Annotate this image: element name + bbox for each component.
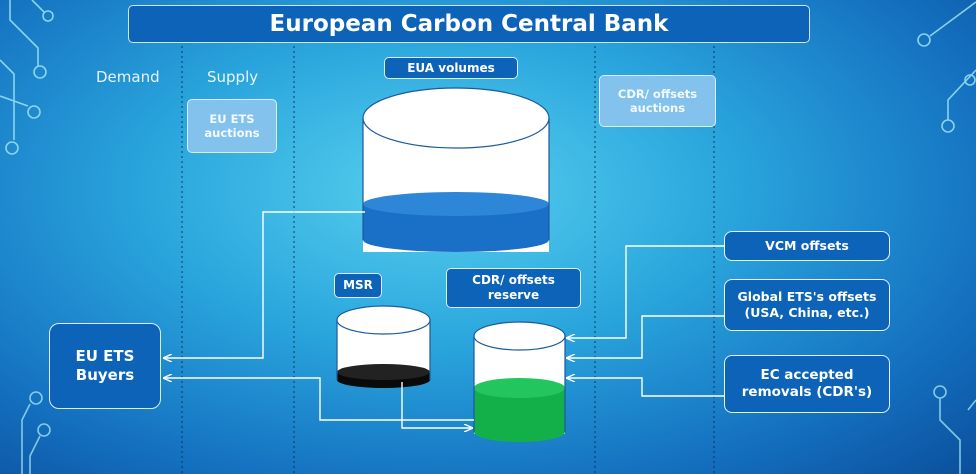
cdr-offsets-auctions-box: CDR/ offsets auctions xyxy=(599,75,716,127)
eu-ets-buyers-box: EU ETS Buyers xyxy=(49,323,161,409)
msr-cylinder xyxy=(336,305,431,388)
cdr-reserve-cylinder xyxy=(473,321,566,442)
circuit-decoration-bottom-right xyxy=(933,385,976,474)
arrow-reserve-to-buyers xyxy=(164,378,474,421)
global-ets-offsets-box: Global ETS's offsets (USA, China, etc.) xyxy=(724,279,890,331)
circuit-decoration-top-right xyxy=(917,1,976,133)
arrow-vcm-to-reserve xyxy=(567,245,724,338)
page-title: European Carbon Central Bank xyxy=(128,5,810,43)
ec-accepted-removals-box: EC accepted removals (CDR's) xyxy=(724,355,890,413)
supply-label: Supply xyxy=(207,68,259,86)
demand-label: Demand xyxy=(96,68,160,86)
cdr-cylinder-fill xyxy=(474,388,565,442)
eua-volumes-label: EUA volumes xyxy=(384,57,518,79)
msr-label: MSR xyxy=(334,273,382,298)
arrow-removals-to-reserve xyxy=(567,378,724,397)
eua-cylinder-top xyxy=(362,87,550,149)
eua-cylinder-fill-top xyxy=(363,192,549,216)
eua-volumes-cylinder xyxy=(362,87,550,252)
cdr-reserve-label: CDR/ offsets reserve xyxy=(446,268,581,308)
circuit-decoration-bottom-left xyxy=(21,391,51,474)
arrow-eua-to-buyers xyxy=(164,211,365,358)
circuit-decoration-top-left xyxy=(0,0,54,155)
eua-cylinder-fill xyxy=(363,204,549,252)
eu-ets-auctions-box: EU ETS auctions xyxy=(187,99,277,153)
vcm-offsets-box: VCM offsets xyxy=(724,231,890,261)
arrow-msr-to-reserve xyxy=(401,382,472,428)
arrow-global-to-reserve xyxy=(567,315,724,358)
connectors xyxy=(164,211,724,428)
